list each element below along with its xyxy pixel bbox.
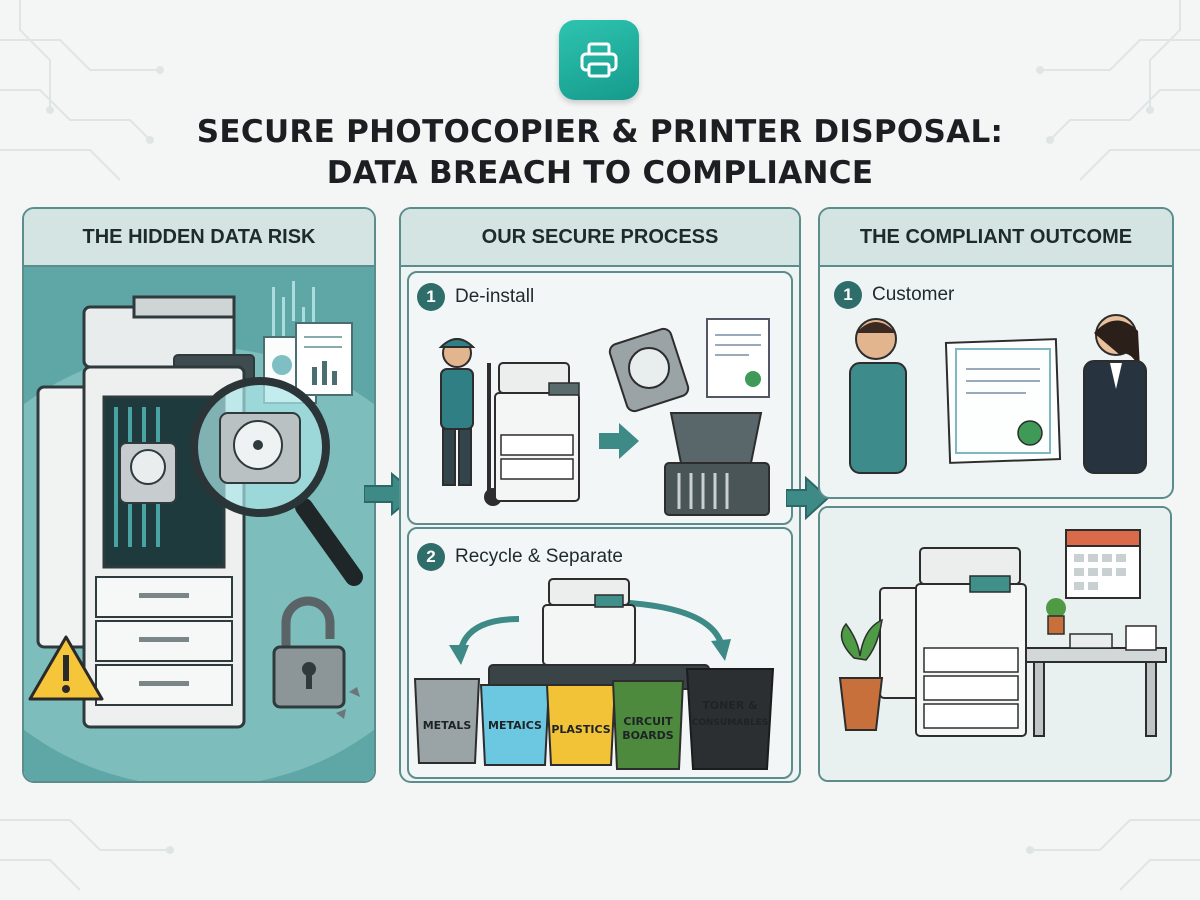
- photocopier-machine: [542, 578, 636, 666]
- bin-plastics: PLASTICS: [545, 684, 617, 766]
- potted-plant-icon: [838, 618, 884, 731]
- step-label: Customer: [872, 284, 955, 305]
- bin-label: CIRCUIT: [623, 715, 673, 728]
- outcome-office-box: [818, 506, 1172, 782]
- desk: [1025, 598, 1167, 737]
- bin-label: PLASTICS: [551, 723, 610, 736]
- broken-padlock-icon: [272, 596, 360, 719]
- hard-drive-icon: [119, 442, 177, 504]
- photocopier-machine: [494, 362, 580, 502]
- magnifying-glass-icon: [190, 377, 363, 586]
- hard-drive-icon: [608, 327, 690, 413]
- curved-arrow-head: [711, 639, 731, 661]
- panel-hidden-data-risk: THE HIDDEN DATA RISK: [22, 207, 376, 783]
- panel-header-process: OUR SECURE PROCESS: [401, 209, 799, 267]
- arrow-right-icon: [599, 423, 639, 459]
- photocopier-machine: [879, 547, 1027, 737]
- bin-metals: METALS: [413, 678, 481, 764]
- wall-calendar-icon: [1065, 529, 1141, 599]
- desk-calendar-icon: [1125, 625, 1157, 651]
- step-number-badge: 1: [417, 283, 445, 311]
- step-label: Recycle & Separate: [455, 546, 623, 567]
- step-number-badge: 2: [417, 543, 445, 571]
- step-deinstall-box: 1 De-install: [407, 271, 793, 525]
- hard-drive-icon: [219, 412, 301, 484]
- bin-label: BOARDS: [622, 729, 674, 742]
- shredder-machine: [664, 412, 770, 516]
- office-illustration: [820, 508, 1170, 780]
- panel-compliant-outcome: THE COMPLIANT OUTCOME 1 Customer: [818, 207, 1174, 499]
- warning-icon: [28, 635, 104, 701]
- bin-label: METALS: [423, 719, 472, 732]
- technician-figure: [438, 338, 476, 486]
- bin-metaics: METAICS: [479, 684, 551, 766]
- curved-arrow-icon: [458, 616, 520, 650]
- certificate-handover-illustration: [849, 314, 1147, 474]
- deinstall-illustration: [438, 318, 770, 516]
- flow-arrow-2: [786, 476, 830, 520]
- step-label: De-install: [455, 286, 535, 307]
- certificate-document-icon: [706, 318, 770, 398]
- curved-arrow-icon: [628, 600, 724, 645]
- bin-toner-consumables: TONER & CONSUMABLES: [685, 668, 775, 770]
- step-2-recycle: 2 Recycle & Separate: [417, 543, 623, 571]
- title-line-1: SECURE PHOTOCOPIER & PRINTER DISPOSAL:: [196, 114, 1004, 150]
- small-plant-icon: [1046, 598, 1066, 635]
- page-title: SECURE PHOTOCOPIER & PRINTER DISPOSAL: D…: [0, 112, 1200, 194]
- bin-circuit-boards: CIRCUIT BOARDS: [611, 680, 685, 770]
- recycle-illustration: METALS METAICS PLASTICS CIRCUIT BOARDS: [413, 578, 775, 770]
- step-1-deinstall: 1 De-install: [417, 283, 534, 311]
- bin-label: METAICS: [488, 719, 542, 732]
- data-risk-illustration: [24, 267, 374, 781]
- step-1-customer: 1 Customer: [834, 281, 954, 309]
- title-line-2: DATA BREACH TO COMPLIANCE: [326, 155, 874, 191]
- panel-header-risk: THE HIDDEN DATA RISK: [24, 209, 374, 267]
- recycling-bins: METALS METAICS PLASTICS CIRCUIT BOARDS: [413, 668, 775, 770]
- bin-label: TONER &: [702, 699, 758, 712]
- customer-figure: [849, 318, 907, 474]
- bin-label: CONSUMABLES: [692, 718, 769, 728]
- panel-secure-process: OUR SECURE PROCESS 1 De-install: [399, 207, 801, 783]
- panel-header-outcome: THE COMPLIANT OUTCOME: [820, 209, 1172, 267]
- curved-arrow-head: [449, 645, 469, 665]
- printer-icon: [580, 42, 618, 78]
- printer-logo-badge: [559, 20, 639, 100]
- representative-figure: [1083, 314, 1147, 474]
- report-document-icon: [295, 322, 353, 396]
- step-recycle-box: 2 Recycle & Separate METALS: [407, 527, 793, 779]
- certificate-document-icon: [944, 338, 1062, 464]
- step-number-badge: 1: [834, 281, 862, 309]
